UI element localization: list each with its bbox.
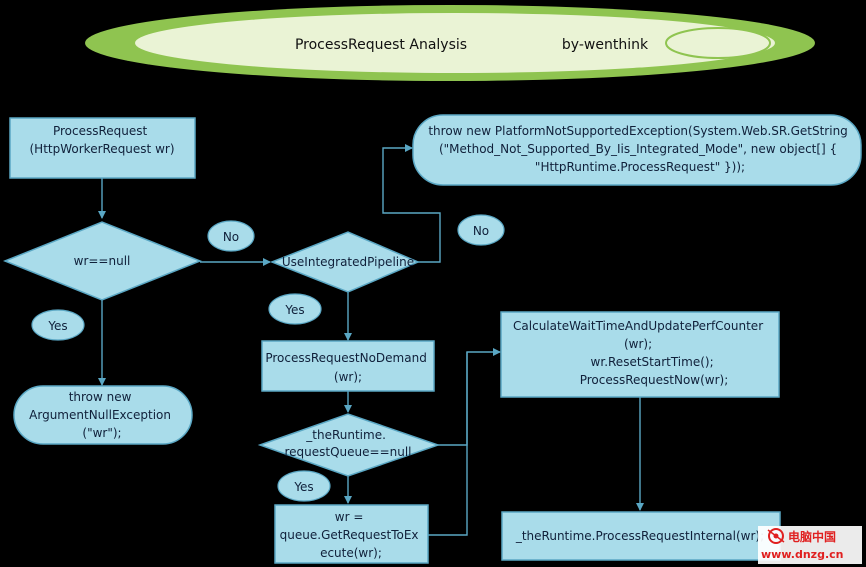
node-process-request-internal: _theRuntime.ProcessRequestInternal(wr);: [501, 511, 781, 561]
svg-text:wr = queue.GetRequestToE: wr = queue.GetRequestToEx ecute(wr);: [280, 510, 423, 560]
svg-text:wr==null: wr==null: [74, 254, 131, 268]
svg-text:Yes: Yes: [293, 480, 313, 494]
connector-queuenull-to-calcwait: [438, 348, 501, 446]
svg-text:throw new PlatformNotSupported: throw new PlatformNotSupportedException(…: [428, 124, 851, 174]
node-use-integrated-pipeline-decision: UseIntegratedPipeline: [269, 231, 420, 293]
node-throw-platform-not-supported: throw new PlatformNotSupportedException(…: [412, 114, 862, 186]
svg-text:CalculateWaitTimeAndUpdatePerf: CalculateWaitTimeAndUpdatePerfCounter (w…: [513, 319, 767, 387]
header-banner: ProcessRequest Analysis by-wenthink: [85, 5, 815, 81]
svg-text:ProcessRequestNoDemand (: ProcessRequestNoDemand (wr);: [265, 351, 430, 384]
watermark-cn: 电脑中国: [788, 529, 836, 544]
watermark-logo-icon: [767, 528, 785, 544]
label-no-1: No: [207, 220, 255, 252]
node-request-queue-null-decision: _theRuntime. requestQueue==null: [257, 413, 441, 477]
watermark-url: www.dnzg.cn: [761, 548, 843, 561]
node-calculate-wait-time: CalculateWaitTimeAndUpdatePerfCounter (w…: [500, 311, 780, 398]
node-throw-argument-null: throw new ArgumentNullException ("wr");: [13, 385, 193, 445]
svg-text:No: No: [473, 224, 489, 238]
svg-text:_theRuntime. requestQueu: _theRuntime. requestQueue==null: [284, 428, 411, 459]
svg-text:ProcessRequest (HttpWork: ProcessRequest (HttpWorkerRequest wr): [30, 124, 175, 156]
page-title: ProcessRequest Analysis: [295, 37, 467, 53]
svg-text:No: No: [223, 230, 239, 244]
svg-text:UseIntegratedPipeline: UseIntegratedPipeline: [282, 255, 414, 269]
node-wr-null-decision: wr==null: [2, 221, 203, 301]
svg-text:Yes: Yes: [284, 303, 304, 317]
node-process-request: ProcessRequest (HttpWorkerRequest wr): [9, 117, 196, 179]
svg-text:_theRuntime.ProcessRequestInte: _theRuntime.ProcessRequestInternal(wr);: [515, 529, 764, 543]
connector-integrated-to-platform: [382, 144, 441, 263]
connectors: [98, 144, 644, 536]
node-get-request-to-execute: wr = queue.GetRequestToEx ecute(wr);: [274, 504, 429, 564]
watermark: 电脑中国 www.dnzg.cn: [758, 526, 862, 564]
svg-text:Yes: Yes: [47, 319, 67, 333]
author-label: by-wenthink: [562, 37, 649, 53]
connector-getrequest-to-calcwait: [428, 352, 468, 536]
label-no-2: No: [457, 214, 505, 246]
label-yes-2: Yes: [268, 293, 322, 325]
label-yes-1: Yes: [31, 309, 85, 341]
label-yes-3: Yes: [277, 470, 331, 502]
node-process-request-no-demand: ProcessRequestNoDemand (wr);: [261, 340, 435, 392]
svg-text:throw new ArgumentNullEx: throw new ArgumentNullException ("wr");: [29, 390, 175, 440]
